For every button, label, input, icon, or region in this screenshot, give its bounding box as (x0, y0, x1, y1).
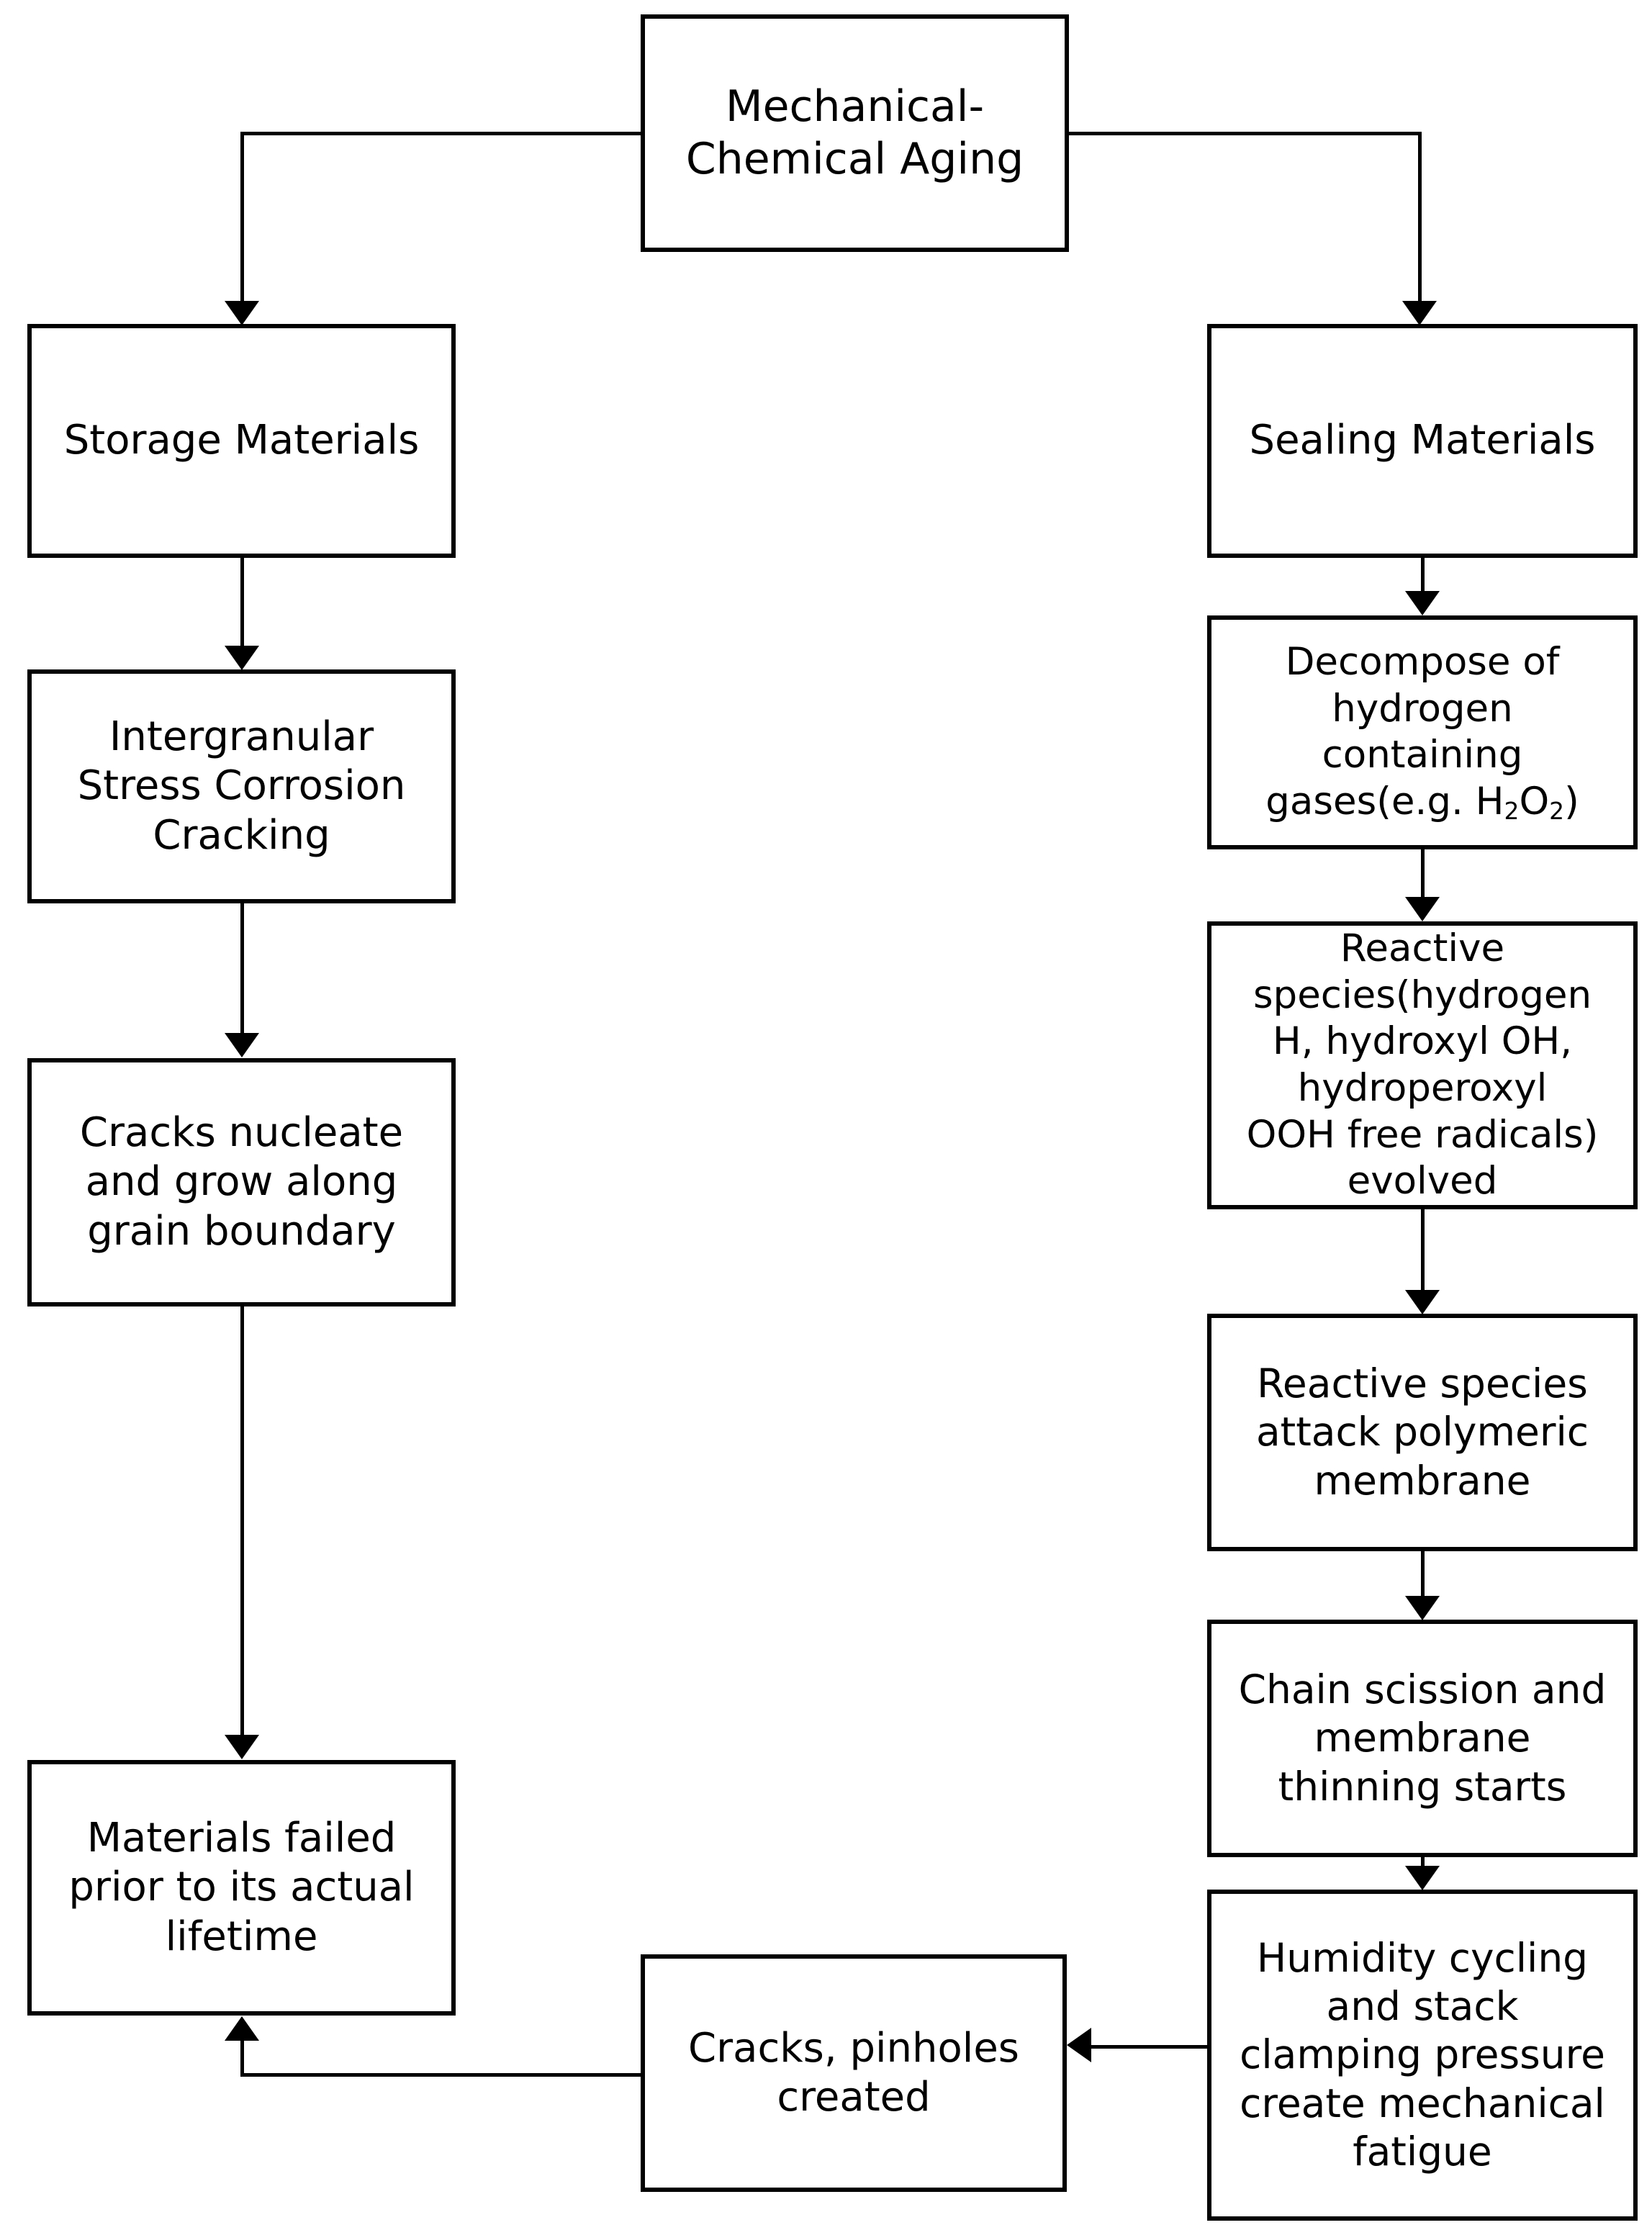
node-storage-materials-label: Storage Materials (63, 417, 420, 464)
edge-iscc-to-cracks-arrowhead (225, 1033, 259, 1057)
edge-root-to-sealing-arrowhead (1402, 301, 1437, 325)
node-storage-materials[interactable]: Storage Materials (27, 324, 456, 558)
node-reactive-species-evolved[interactable]: Reactive species(hydrogen H, hydroxyl OH… (1207, 921, 1638, 1209)
node-cracks-nucleate-grain-boundary[interactable]: Cracks nucleate and grow along grain bou… (27, 1058, 456, 1306)
node-humidity-cycling-mechanical-fatigue-label: Humidity cycling and stack clamping pres… (1240, 1935, 1605, 2175)
edge-reactive-to-attack-arrowhead (1405, 1290, 1440, 1314)
edge-pinholes-to-failed-vertical (240, 2041, 244, 2075)
node-humidity-cycling-mechanical-fatigue[interactable]: Humidity cycling and stack clamping pres… (1207, 1890, 1638, 2221)
edge-decompose-to-reactive-line (1421, 849, 1425, 898)
node-cracks-nucleate-grain-boundary-label: Cracks nucleate and grow along grain bou… (79, 1109, 404, 1255)
node-intergranular-stress-corrosion-cracking[interactable]: Intergranular Stress Corrosion Cracking (27, 669, 456, 903)
edge-cracks-to-failed-arrowhead (225, 1735, 259, 1759)
node-sealing-materials-label: Sealing Materials (1249, 417, 1596, 464)
edge-sealing-to-decompose-arrowhead (1405, 591, 1440, 615)
edge-root-to-storage-horizontal (242, 132, 642, 135)
edge-humidity-to-pinholes-line (1091, 2045, 1208, 2049)
node-cracks-pinholes-created-label: Cracks, pinholes created (688, 2024, 1019, 2121)
node-reactive-species-evolved-label: Reactive species(hydrogen H, hydroxyl OH… (1246, 926, 1599, 1204)
edge-pinholes-to-failed-horizontal (240, 2073, 642, 2077)
edge-attack-to-chain-line (1421, 1551, 1425, 1596)
node-reactive-species-attack-membrane[interactable]: Reactive species attack polymeric membra… (1207, 1314, 1638, 1551)
edge-storage-to-iscc-arrowhead (225, 646, 259, 670)
node-cracks-pinholes-created[interactable]: Cracks, pinholes created (641, 1954, 1067, 2192)
edge-root-to-storage-arrowhead (225, 301, 259, 325)
edge-reactive-to-attack-line (1421, 1209, 1425, 1290)
edge-humidity-to-pinholes-arrowhead (1067, 2028, 1091, 2062)
edge-pinholes-to-failed-arrowhead (225, 2016, 259, 2041)
node-chain-scission-membrane-thinning[interactable]: Chain scission and membrane thinning sta… (1207, 1620, 1638, 1857)
node-intergranular-stress-corrosion-cracking-label: Intergranular Stress Corrosion Cracking (77, 713, 406, 859)
node-mechanical-chemical-aging-label: Mechanical- Chemical Aging (685, 81, 1024, 184)
edge-decompose-to-reactive-arrowhead (1405, 897, 1440, 921)
node-materials-failed-prior-lifetime-label: Materials failed prior to its actual lif… (68, 1815, 415, 1960)
edge-attack-to-chain-arrowhead (1405, 1596, 1440, 1620)
node-chain-scission-membrane-thinning-label: Chain scission and membrane thinning sta… (1238, 1666, 1607, 1810)
node-mechanical-chemical-aging[interactable]: Mechanical- Chemical Aging (641, 14, 1069, 252)
edge-cracks-to-failed-line (240, 1306, 244, 1735)
edge-chain-to-humidity-arrowhead (1405, 1866, 1440, 1890)
edge-chain-to-humidity-line (1421, 1857, 1425, 1867)
edge-root-to-sealing-vertical (1418, 132, 1422, 312)
node-reactive-species-attack-membrane-label: Reactive species attack polymeric membra… (1255, 1360, 1589, 1504)
edge-root-to-storage-vertical (240, 132, 244, 312)
node-sealing-materials[interactable]: Sealing Materials (1207, 324, 1638, 558)
edge-storage-to-iscc-line (240, 558, 244, 646)
edge-iscc-to-cracks-line (240, 903, 244, 1033)
node-materials-failed-prior-lifetime[interactable]: Materials failed prior to its actual lif… (27, 1760, 456, 2016)
edge-root-to-sealing-horizontal (1067, 132, 1422, 135)
edge-sealing-to-decompose-line (1421, 558, 1425, 592)
